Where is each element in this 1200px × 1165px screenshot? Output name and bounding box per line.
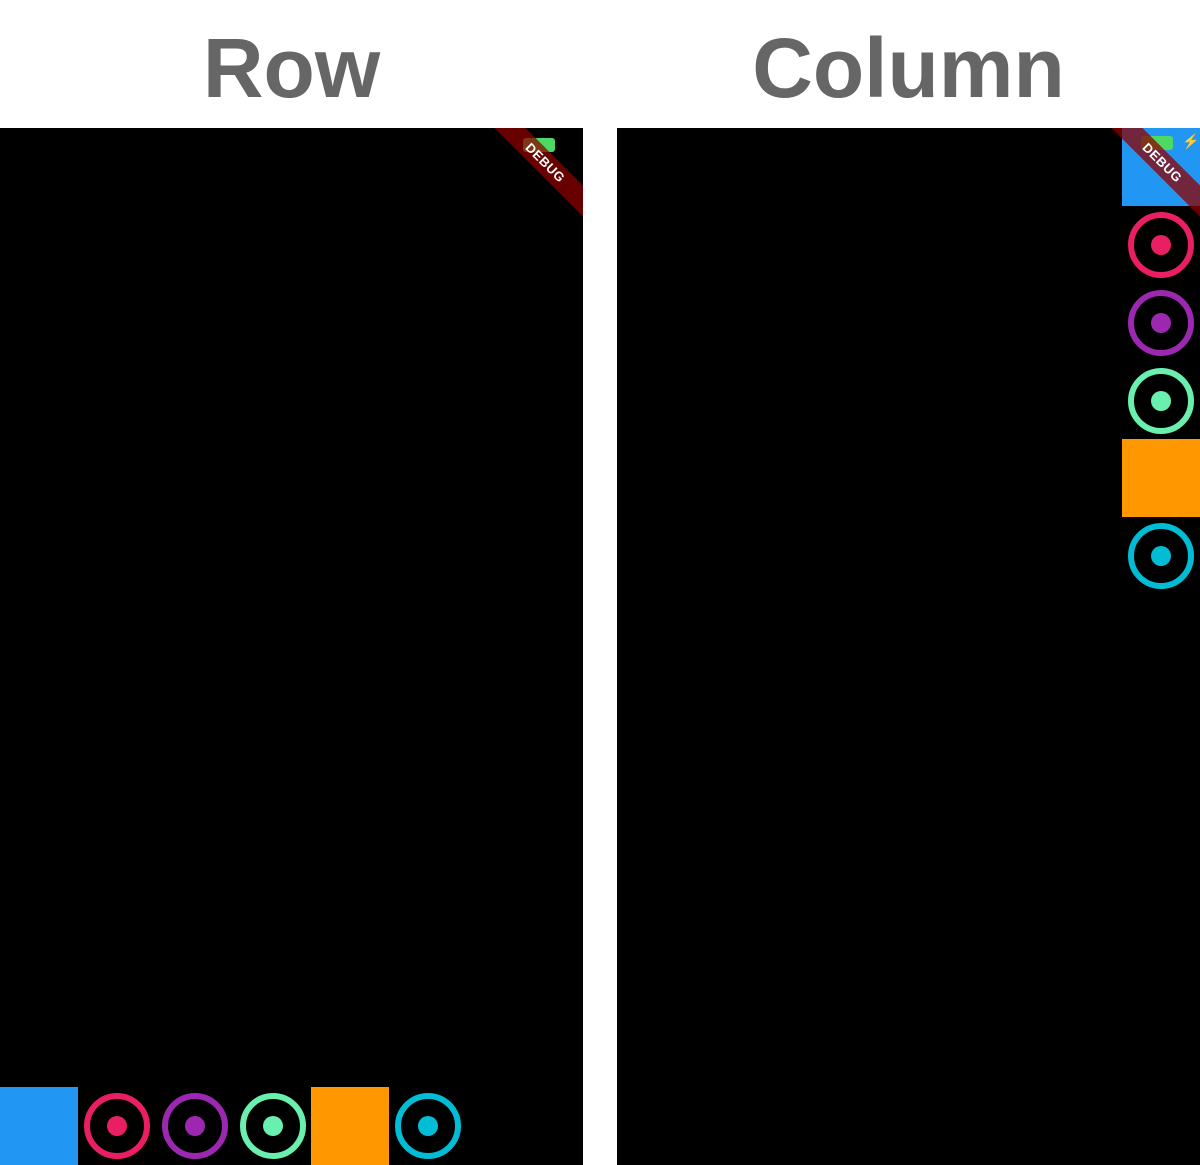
blue-square <box>0 1087 78 1165</box>
column-screen: ⚡ DEBUG <box>617 128 1200 1165</box>
bolt-icon: ⚡ <box>1182 133 1200 149</box>
pink-ring-icon <box>84 1093 150 1159</box>
debug-banner: DEBUG <box>487 128 583 221</box>
cyan-ring-icon <box>1128 523 1194 589</box>
orange-square <box>311 1087 389 1165</box>
green-ring-icon <box>240 1093 306 1159</box>
purple-ring-icon <box>162 1093 228 1159</box>
row-screen: DEBUG <box>0 128 583 1165</box>
pink-ring-icon <box>1128 212 1194 278</box>
orange-square <box>1122 439 1200 517</box>
row-title: Row <box>202 21 381 115</box>
cyan-ring-icon <box>395 1093 461 1159</box>
purple-ring-icon <box>1128 290 1194 356</box>
column-title: Column <box>752 21 1065 115</box>
green-ring-icon <box>1128 368 1194 434</box>
